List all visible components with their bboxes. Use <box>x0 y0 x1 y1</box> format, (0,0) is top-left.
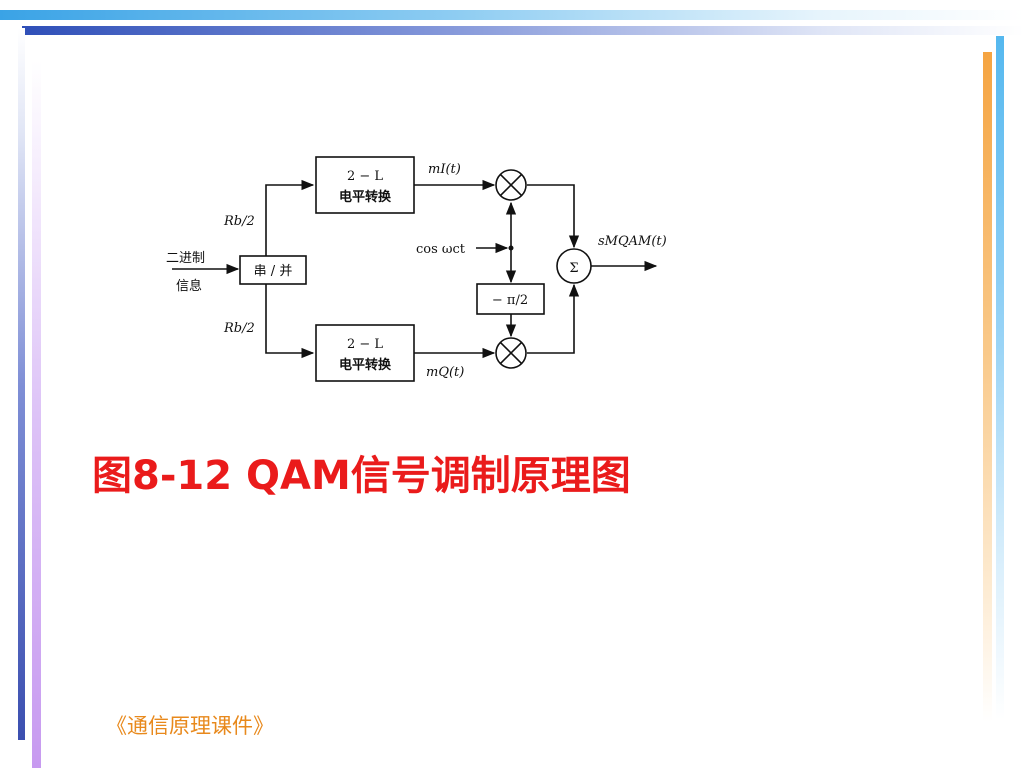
converter-top-line1: 2 − L <box>347 169 383 184</box>
lower-branch-line <box>265 282 315 359</box>
multiplier-bottom-cross-b <box>499 341 523 365</box>
serial-parallel-label: 串 / 并 <box>254 264 293 279</box>
input-label-line1: 二进制 <box>166 251 205 266</box>
carrier-junction-dot <box>508 245 514 251</box>
sum-symbol-label: Σ <box>569 261 578 276</box>
converter-top-line2: 电平转换 <box>339 189 392 205</box>
output-label: sMQAM(t) <box>598 234 667 249</box>
upper-branch-line <box>265 179 315 258</box>
serial-parallel-block <box>239 255 307 285</box>
converter-bottom-line1: 2 − L <box>347 337 383 352</box>
phase-shift-label: − π/2 <box>492 293 528 308</box>
level-converter-top <box>315 156 415 214</box>
top-accent-bar-light <box>0 10 1024 20</box>
lower-product-to-sum <box>527 283 580 354</box>
multiplier-top-cross-b <box>499 173 523 197</box>
rate-upper-label: Rb/2 <box>223 214 255 229</box>
carrier-label: cos ωct <box>416 242 466 257</box>
phase-shifter-block <box>476 283 545 315</box>
level-converter-bottom <box>315 324 415 382</box>
top-accent-bar-dark <box>22 26 1024 35</box>
signal-i-label: mI(t) <box>428 162 461 177</box>
right-accent-bar-blue <box>996 36 1004 720</box>
converter-bottom-line2: 电平转换 <box>339 357 392 373</box>
signal-q-label: mQ(t) <box>426 365 464 380</box>
course-footer: 《通信原理课件》 <box>106 714 274 738</box>
figure-caption: 图8-12 QAM信号调制原理图 <box>92 453 631 499</box>
input-label-line2: 信息 <box>176 278 202 294</box>
qam-modulator-diagram: 二进制 信息 串 / 并 Rb/2 Rb/2 2 − L 电平转换 2 − L … <box>166 156 667 382</box>
summer-circle <box>556 248 592 284</box>
rate-lower-label: Rb/2 <box>223 321 255 336</box>
right-accent-bar-orange <box>983 52 992 722</box>
upper-product-to-sum <box>527 184 580 249</box>
left-accent-bar-purple <box>32 60 41 768</box>
left-accent-bar-blue <box>18 28 25 740</box>
